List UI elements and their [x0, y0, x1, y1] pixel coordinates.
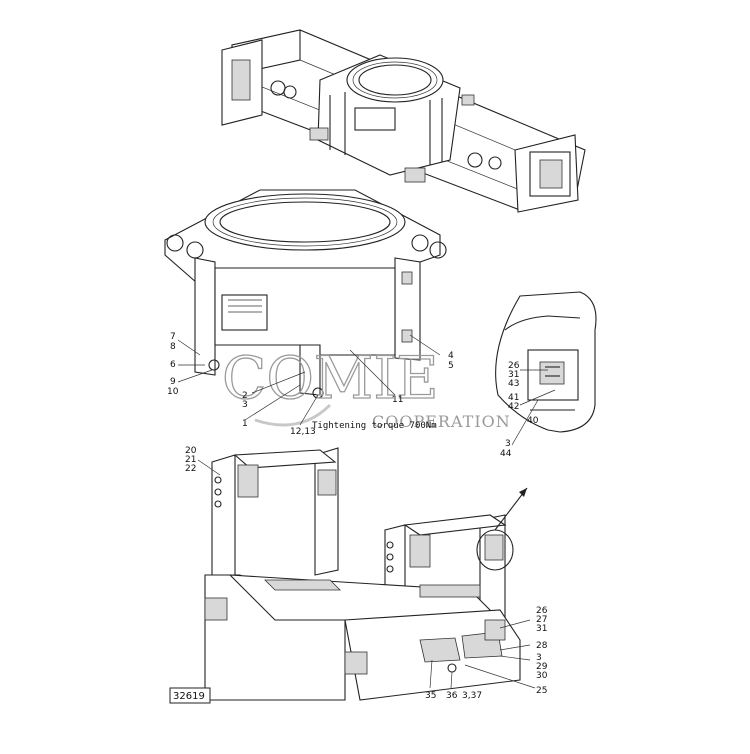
top-beam-assembly [221, 29, 586, 213]
callout-27: 27 [536, 615, 547, 625]
callout-21: 21 [185, 455, 196, 465]
callout-30: 30 [536, 671, 548, 681]
callout-11: 11 [392, 395, 403, 405]
callout-5: 5 [448, 361, 454, 371]
leader-lines [177, 334, 556, 689]
torque-note: Tightening torque 700Nm [312, 421, 437, 431]
detail-view [495, 291, 597, 433]
callout-12-13: 12,13 [290, 427, 316, 437]
callout-31a: 31 [508, 370, 519, 380]
callout-20: 20 [185, 446, 197, 456]
callout-44: 44 [500, 449, 512, 459]
watermark-sub: COOPERATION [372, 412, 511, 431]
callout-3b: 3 [505, 439, 511, 449]
callout-10: 10 [167, 387, 179, 397]
callout-22: 22 [185, 464, 196, 474]
callout-35: 35 [425, 691, 436, 701]
middle-frame-assembly [164, 189, 447, 399]
callout-40: 40 [527, 416, 539, 426]
callout-3c: 3 [536, 653, 542, 663]
callout-4: 4 [448, 351, 454, 361]
bottom-frame-assembly [204, 447, 528, 701]
drawing-number-box: 32619 [169, 687, 211, 704]
callout-29: 29 [536, 662, 548, 672]
callout-3-37: 3,37 [462, 691, 482, 701]
callout-43: 43 [508, 379, 519, 389]
watermark-main: COMIE [222, 344, 439, 412]
callout-8: 8 [170, 342, 176, 352]
callout-25: 25 [536, 686, 547, 696]
callout-7: 7 [170, 332, 176, 342]
callout-31b: 31 [536, 624, 547, 634]
callout-28: 28 [536, 641, 548, 651]
callout-labels: 7 8 6 9 10 2 3 1 12,13 11 4 5 26 31 43 4… [167, 332, 548, 701]
callout-36: 36 [446, 691, 458, 701]
watermark: COMIE COOPERATION [221, 343, 511, 431]
drawing-number: 32619 [173, 691, 205, 702]
callout-26a: 26 [508, 361, 520, 371]
callout-26b: 26 [536, 606, 548, 616]
callout-9: 9 [170, 377, 176, 387]
callout-6: 6 [170, 360, 176, 370]
callout-3: 3 [242, 400, 248, 410]
callout-41: 41 [508, 393, 519, 403]
callout-42: 42 [508, 402, 519, 412]
callout-1: 1 [242, 419, 248, 429]
callout-2: 2 [242, 391, 248, 401]
